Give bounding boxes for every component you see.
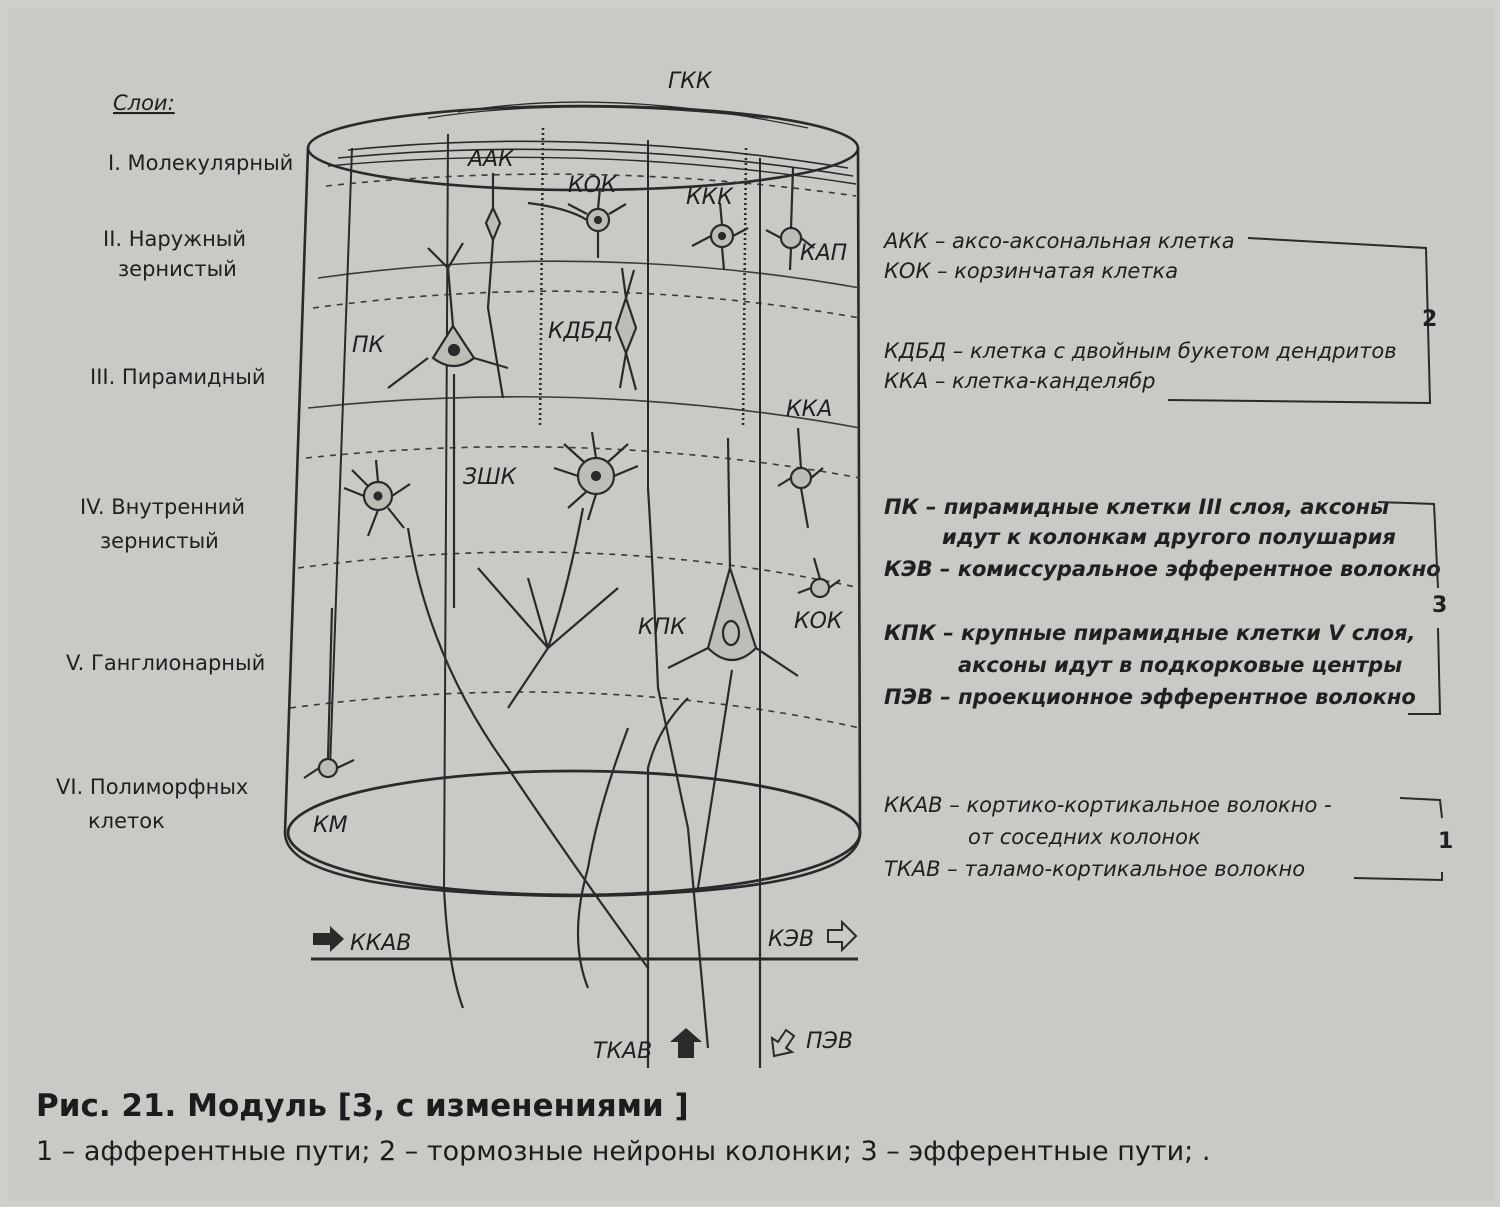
kap-cell xyxy=(781,228,801,248)
legend-pk-b: идут к колонкам другого полушария xyxy=(942,525,1396,549)
aak-label: ААК xyxy=(466,147,515,172)
legend-pev: ПЭВ – проекционное эфферентное волокно xyxy=(884,685,1416,709)
km-cell xyxy=(319,759,337,777)
layer-boundaries xyxy=(290,174,860,728)
kev-arrow-icon xyxy=(828,922,856,950)
pev-label: ПЭВ xyxy=(806,1029,853,1054)
legend-pk-a: ПК – пирамидные клетки III слоя, аксоны xyxy=(884,495,1389,519)
pk-label: ПК xyxy=(352,333,386,358)
kok-bottom-label: КОК xyxy=(794,609,844,634)
legend-kpk-b: аксоны идут в подкорковые центры xyxy=(958,653,1402,677)
tkav-label: ТКАВ xyxy=(593,1039,652,1064)
kpk-cell xyxy=(708,568,756,660)
pev-arrow-icon xyxy=(772,1030,794,1056)
layer-2-label-b: зернистый xyxy=(118,257,237,281)
layer-3-label: III. Пирамидный xyxy=(90,365,266,389)
layer-4-label-b: зернистый xyxy=(100,529,219,553)
legend-kka: ККА – клетка-канделябр xyxy=(884,369,1155,393)
legend-kdbd: КДБД – клетка с двойным букетом дендрито… xyxy=(884,339,1397,363)
kok-bottom-cell xyxy=(811,579,829,597)
kdbd-label: КДБД xyxy=(548,319,613,344)
zshk-label: ЗШК xyxy=(463,465,518,490)
figure-caption: 1 – афферентные пути; 2 – тормозные нейр… xyxy=(36,1136,1210,1167)
tkav-arrow-icon xyxy=(670,1028,702,1058)
layer-1-label: I. Молекулярный xyxy=(108,151,293,175)
kkav-label: ККАВ xyxy=(350,931,411,956)
legend-tkav: ТКАВ – таламо-кортикальное волокно xyxy=(884,857,1305,881)
kpk-label: КПК xyxy=(638,615,687,640)
legend-kev: КЭВ – комиссуральное эфферентное волокно xyxy=(884,557,1441,581)
module-diagram: Слои: I. Молекулярный II. Наружный зерни… xyxy=(8,8,1494,1201)
legend-akk: АКК – аксо-аксональная клетка xyxy=(882,229,1235,253)
figure-title: Рис. 21. Модуль [3, с изменениями ] xyxy=(36,1088,689,1124)
kkk-label: ККК xyxy=(686,185,734,210)
aak-cell xyxy=(486,208,500,240)
legend-kkav-b: от соседних колонок xyxy=(968,825,1201,849)
layer-2-label-a: II. Наружный xyxy=(103,227,246,251)
group-3-number: 3 xyxy=(1432,593,1447,618)
layers-heading: Слои: xyxy=(113,91,175,115)
legend-kok: КОК – корзинчатая клетка xyxy=(884,259,1178,283)
km-label: КМ xyxy=(313,813,348,838)
layer-4-label-a: IV. Внутренний xyxy=(80,495,245,519)
group-2-number: 2 xyxy=(1422,307,1437,332)
bracket-1 xyxy=(1354,798,1442,880)
layer-6-label-a: VI. Полиморфных xyxy=(56,775,248,799)
legend-kpk-a: КПК – крупные пирамидные клетки V слоя, xyxy=(884,621,1416,645)
vertical-fibers xyxy=(330,128,760,888)
kka-cell xyxy=(791,468,811,488)
kap-label: КАП xyxy=(800,241,847,266)
kdbd-cell xyxy=(616,298,636,353)
legend-kkav-a: ККАВ – кортико-кортикальное волокно - xyxy=(884,793,1332,817)
layer-5-label: V. Ганглионарный xyxy=(66,651,265,675)
kok-top-label: КОК xyxy=(568,173,618,198)
layer-labels: Слои: I. Молекулярный II. Наружный зерни… xyxy=(56,91,293,833)
kkav-arrow-icon xyxy=(313,926,344,952)
kka-label: ККА xyxy=(786,397,832,422)
kev-label: КЭВ xyxy=(768,927,814,952)
bracket-2 xyxy=(1168,238,1430,403)
group-1-number: 1 xyxy=(1438,829,1453,854)
layer-6-label-b: клеток xyxy=(88,809,165,833)
figure-page: Слои: I. Молекулярный II. Наружный зерни… xyxy=(8,8,1494,1201)
gkk-label: ГКК xyxy=(668,69,713,94)
legend: АКК – аксо-аксональная клетка КОК – корз… xyxy=(882,229,1453,881)
